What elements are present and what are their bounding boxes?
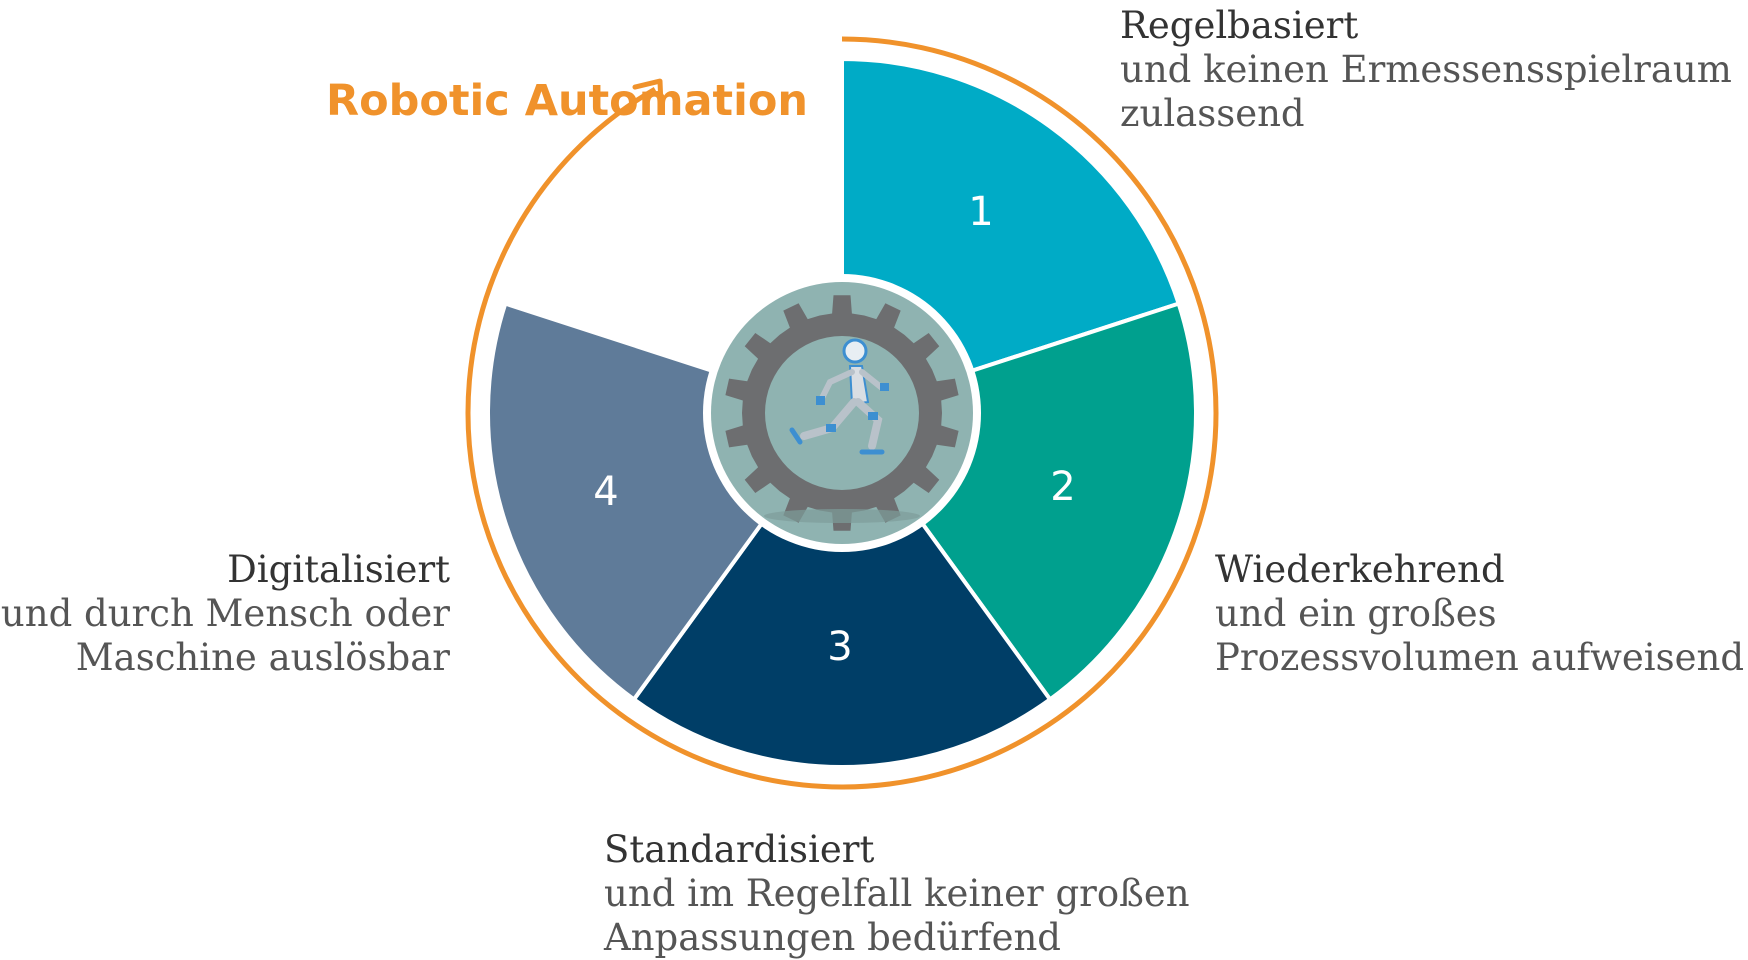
label-2-title: Wiederkehrend [1215,548,1505,591]
label-2-line-1: und ein großes [1215,592,1497,635]
label-3-line-1: und im Regelfall keiner großen [604,872,1190,915]
label-4-title: Digitalisiert [227,548,450,591]
label-wiederkehrend: Wiederkehrend und ein großes Prozessvolu… [1215,548,1744,680]
cycle-arc [465,36,1219,790]
label-3-line-2: Anpassungen bedürfend [604,916,1061,959]
label-3-title: Standardisiert [604,828,875,871]
segment-4-number: 4 [593,469,618,515]
label-1-line-1: und keinen Ermessensspielraum [1120,48,1732,91]
label-digitalisiert: Digitalisiert und durch Mensch oder Masc… [1,548,450,680]
segment-1-number: 1 [968,189,993,235]
gear-icon [725,295,959,531]
label-1-title: Regelbasiert [1120,4,1359,47]
label-1-line-2: zulassend [1120,92,1305,135]
segment-2-number: 2 [1050,464,1075,510]
diagram-title: Robotic Automation [326,76,808,126]
label-regelbasiert: Regelbasiert und keinen Ermessensspielra… [1120,4,1732,136]
label-standardisiert: Standardisiert und im Regelfall keiner g… [604,828,1190,960]
segment-3-number: 3 [827,624,852,670]
label-4-line-1: und durch Mensch oder [0,592,450,635]
robot-icon [789,338,889,455]
gear-with-running-robot-icon [703,274,981,552]
arrow-head-icon [632,78,664,109]
label-2-line-2: Prozessvolumen aufweisend [1215,636,1745,679]
label-4-line-2: Maschine auslösbar [75,636,450,679]
